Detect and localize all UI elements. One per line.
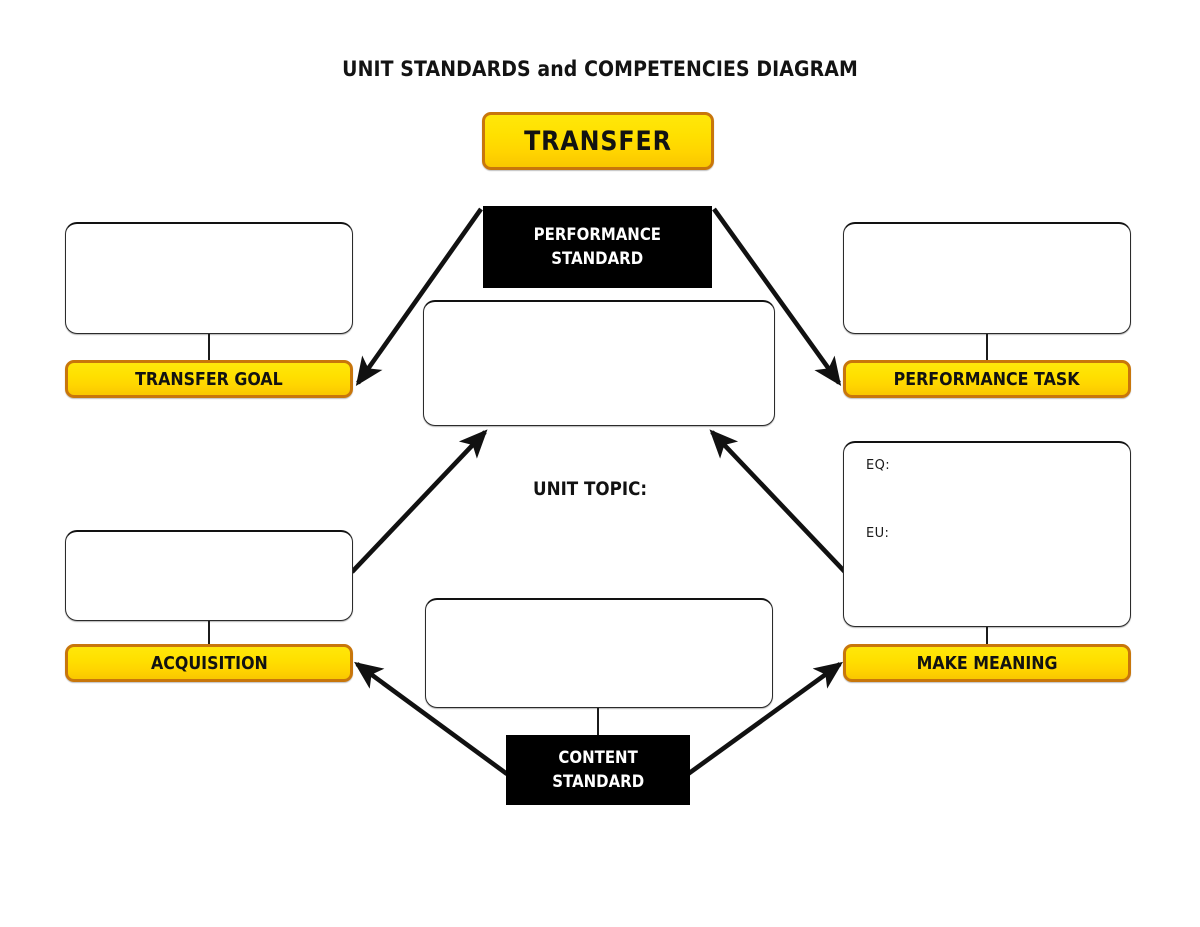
unit-topic-label: UNIT TOPIC: <box>533 478 648 500</box>
content-note-box[interactable] <box>425 598 773 708</box>
page-title: UNIT STANDARDS and COMPETENCIES DIAGRAM <box>342 57 858 81</box>
connector-make-meaning <box>986 627 988 645</box>
eu-label: EU: <box>866 526 890 541</box>
connector-performance-task <box>986 334 988 361</box>
arrow-acquisition-to-unit-topic <box>350 429 488 574</box>
unit-topic-box[interactable] <box>423 300 775 426</box>
node-transfer[interactable]: TRANSFER <box>482 112 714 170</box>
node-transfer-goal[interactable]: TRANSFER GOAL <box>65 360 353 398</box>
node-transfer-goal-label: TRANSFER GOAL <box>135 368 283 390</box>
transfer-goal-note-box[interactable] <box>65 222 353 334</box>
arrow-make-meaning-to-unit-topic <box>709 429 847 574</box>
make-meaning-note-box[interactable] <box>843 441 1131 627</box>
node-performance-task[interactable]: PERFORMANCE TASK <box>843 360 1131 398</box>
eq-label: EQ: <box>866 458 891 473</box>
node-acquisition[interactable]: ACQUISITION <box>65 644 353 682</box>
node-transfer-label: TRANSFER <box>524 125 672 157</box>
node-make-meaning-label: MAKE MEANING <box>916 652 1058 674</box>
node-make-meaning[interactable]: MAKE MEANING <box>843 644 1131 682</box>
node-acquisition-label: ACQUISITION <box>150 652 268 674</box>
node-performance-standard-line1: PERFORMANCE <box>533 224 662 245</box>
connector-transfer-goal <box>208 334 210 361</box>
performance-task-note-box[interactable] <box>843 222 1131 334</box>
acquisition-note-box[interactable] <box>65 530 353 621</box>
node-performance-task-label: PERFORMANCE TASK <box>894 368 1080 390</box>
node-content-standard-line2: STANDARD <box>552 772 644 792</box>
node-content-standard[interactable]: CONTENT STANDARD <box>506 735 690 805</box>
node-content-standard-line1: CONTENT <box>558 747 638 768</box>
node-performance-standard-line2: STANDARD <box>551 249 644 269</box>
connector-acquisition <box>208 621 210 645</box>
connector-content-standard <box>597 708 599 736</box>
node-performance-standard[interactable]: PERFORMANCE STANDARD <box>483 206 712 288</box>
